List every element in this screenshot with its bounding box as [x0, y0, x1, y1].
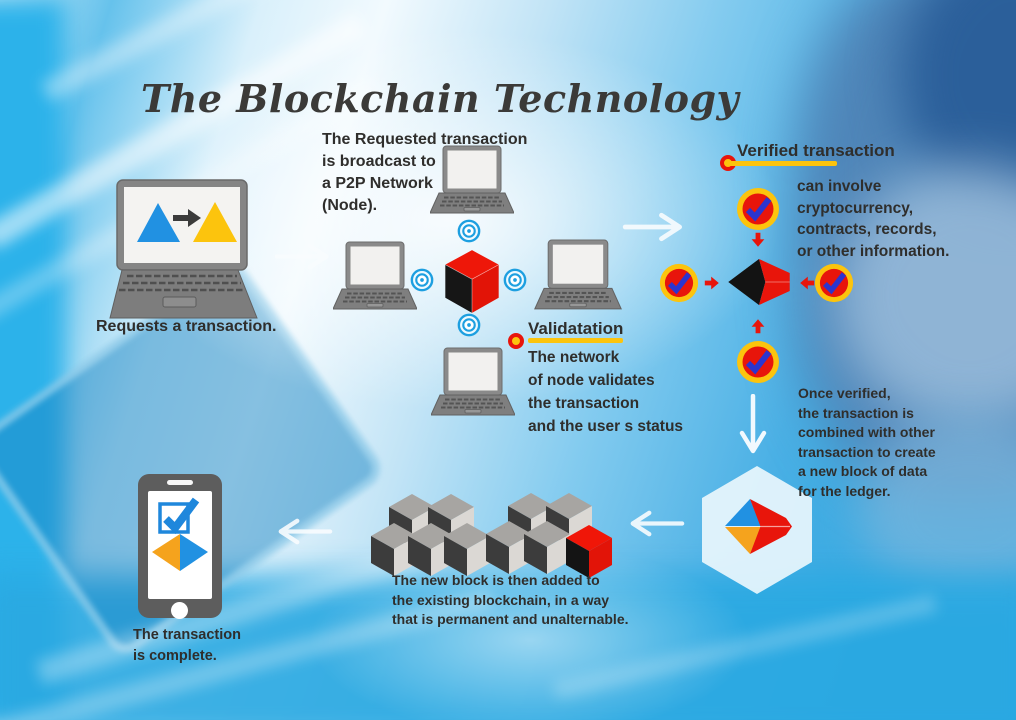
check-badge-icon [736, 187, 780, 231]
flow-arrow-down-icon [737, 394, 769, 458]
text-line: the transaction is [798, 404, 914, 421]
validation-heading: Validatation [528, 319, 623, 339]
verified-cube-icon [728, 258, 790, 306]
laptop-node-right-icon [534, 239, 622, 313]
blue-triangle [137, 203, 180, 242]
text-line: Validatation [528, 319, 624, 338]
verified-text: can involve cryptocurrency, contracts, r… [797, 176, 949, 262]
diamond-left [152, 534, 180, 571]
phone-screen [148, 491, 212, 599]
diamond-right [180, 534, 208, 571]
red-arrow-up-icon [750, 318, 766, 334]
checkmark-icon [163, 497, 200, 535]
text-line: combined with other [798, 424, 935, 440]
phone-speaker [167, 480, 193, 485]
text-line: that is permanent and unalternable. [392, 611, 629, 627]
flow-arrow-left-icon [275, 517, 333, 546]
text-line: Verified transaction [737, 141, 895, 160]
text-line: the existing blockchain, in a way [392, 591, 610, 608]
signal-rings-icon [457, 219, 481, 243]
yellow-triangle [193, 202, 237, 242]
laptop-node-left-icon [333, 241, 417, 313]
text-line: The Requested transaction [322, 131, 528, 148]
phone-screen-graphics [152, 497, 208, 571]
background-glow [310, 545, 750, 720]
check-badge-icon [736, 340, 780, 384]
flow-arrow-right-icon [274, 242, 332, 271]
verified-heading: Verified transaction [737, 141, 895, 161]
text-line: for the ledger. [798, 482, 891, 499]
text-line: The new block is then added to [392, 572, 600, 588]
signal-rings-icon [457, 313, 481, 337]
text-line: cryptocurrency, [797, 199, 914, 217]
flow-arrow-left-icon [627, 509, 685, 538]
text-line: transaction to create [798, 443, 936, 460]
text-line: a new block of data [798, 463, 928, 479]
transfer-arrow [188, 209, 201, 227]
text-line: or other information. [797, 242, 950, 260]
laptop-node-bottom-icon [431, 346, 515, 420]
signal-rings-icon [503, 268, 527, 292]
validation-underline [528, 338, 623, 343]
text-line: contracts, records, [797, 221, 937, 238]
phone-icon [138, 474, 222, 619]
request-laptop-icon [109, 179, 258, 319]
text-line: Once verified, [798, 385, 891, 401]
text-line: of node validates [528, 372, 655, 389]
text-line: (Node). [322, 197, 378, 214]
page-title: The Blockchain Technology [141, 76, 740, 121]
text-line: is broadcast to [322, 153, 436, 170]
text-line: is complete. [133, 648, 217, 664]
validation-bullet-icon [508, 333, 524, 349]
text-line: The transaction [133, 627, 241, 643]
check-badge-icon [814, 263, 854, 303]
text-line: and the user s status [528, 418, 684, 435]
text-line: a P2P Network [322, 175, 433, 192]
check-badge-icon [659, 263, 699, 303]
red-arrow-down-icon [750, 232, 766, 248]
signal-rings-icon [410, 268, 434, 292]
blockchain-cubes-icon [371, 493, 612, 578]
red-arrow-left-icon [799, 275, 815, 291]
text-line: can involve [797, 178, 882, 195]
broadcast-text: The Requested transaction is broadcast t… [322, 129, 527, 217]
ledger-cube-icon [725, 499, 792, 554]
chain-text: The new block is then added to the exist… [392, 571, 629, 630]
p2p-cube-icon [445, 250, 499, 313]
text-line: the transaction [528, 395, 640, 412]
complete-text: The transaction is complete. [133, 625, 241, 667]
ledger-text: Once verified, the transaction is combin… [798, 384, 936, 501]
text-line: The network [528, 349, 620, 366]
text-line: Requests a transaction. [96, 318, 277, 335]
validation-text: The network of node validates the transa… [528, 346, 683, 438]
phone-home-button [171, 602, 188, 619]
request-caption: Requests a transaction. [96, 318, 277, 336]
flow-arrow-right-icon [622, 211, 686, 243]
verified-underline [726, 161, 837, 166]
red-arrow-right-icon [704, 275, 720, 291]
